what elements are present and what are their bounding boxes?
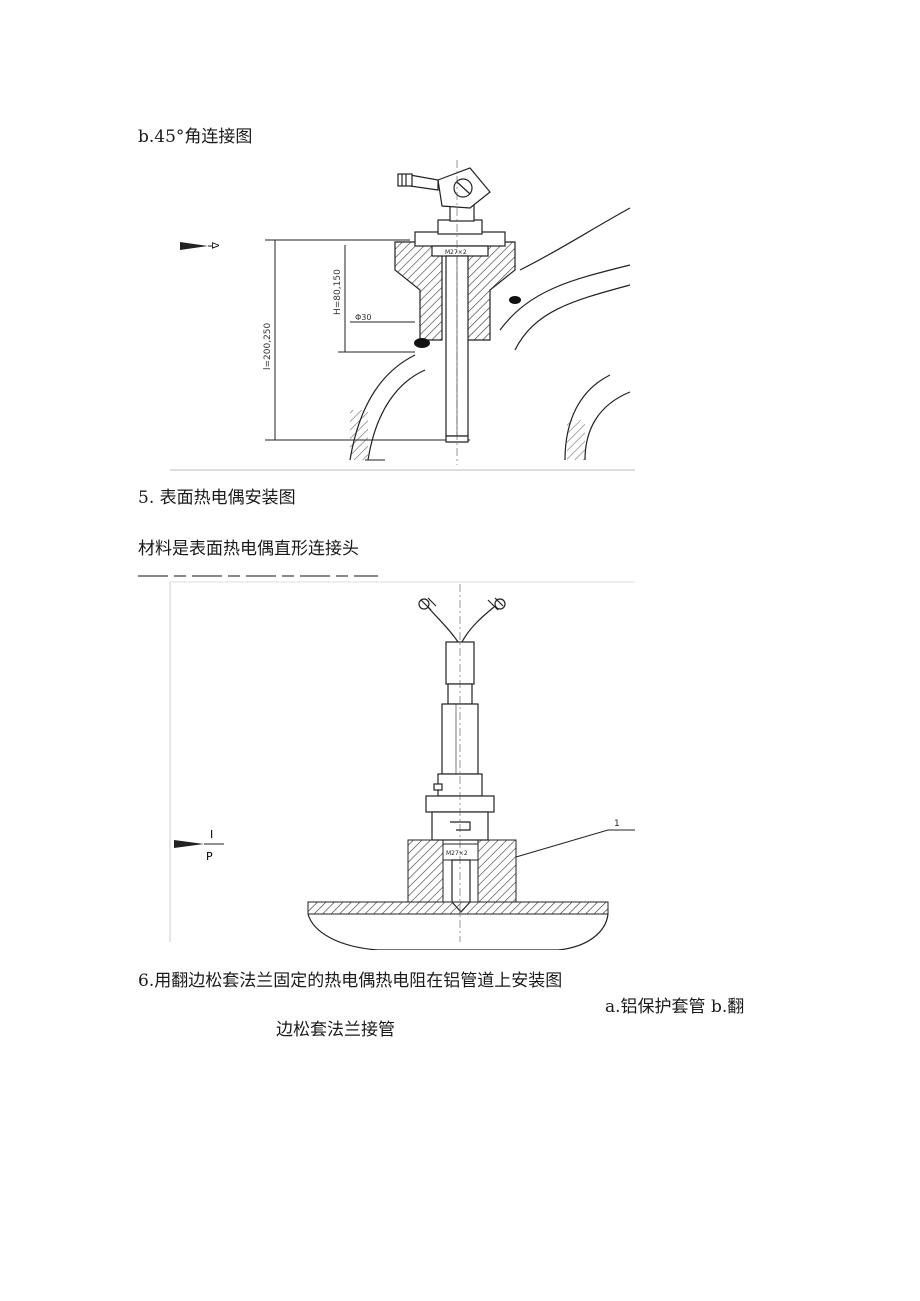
mounting-seat: M27×2 (407, 839, 517, 913)
figure-surface-thermocouple: I P M27×2 1 (138, 575, 635, 950)
caption-45-degree-connection: b.45°角连接图 (138, 127, 253, 147)
level-mark-2: I P (174, 828, 224, 863)
section-6-caption-b: 边松套法兰接管 (276, 1020, 395, 1040)
mounting-surface (307, 901, 609, 950)
svg-text:M27×2: M27×2 (445, 249, 467, 256)
dim-diameter: Φ30 (355, 313, 371, 322)
section-6-heading: 6.用翻边松套法兰固定的热电偶热电阻在铝管道上安装图 (138, 971, 563, 991)
mounting-nut: M27×2 (414, 219, 506, 257)
svg-text:1: 1 (614, 819, 620, 829)
level-mark-1: Δ (180, 242, 220, 250)
svg-text:M27×2: M27×2 (446, 850, 468, 857)
svg-text:I: I (210, 828, 213, 841)
junction-head (397, 167, 491, 222)
pipe-wall (349, 207, 631, 461)
material-note: 材料是表面热电偶直形连接头 (138, 539, 359, 559)
leader-line: 1 (515, 819, 635, 858)
figure-45-degree-connection: Δ l=200,250 H=80,150 Φ30 M27×2 (170, 160, 635, 471)
dim-insertion-depth: H=80,150 (333, 269, 343, 315)
svg-text:Δ: Δ (209, 242, 220, 249)
dim-total-length: l=200,250 (263, 322, 273, 370)
thermocouple-body (425, 641, 495, 841)
wire-leads (418, 597, 506, 643)
section-5-heading: 5. 表面热电偶安装图 (138, 488, 296, 508)
section-6-caption-a: a.铝保护套管 b.翻 (605, 997, 745, 1017)
svg-text:P: P (206, 850, 213, 863)
dimension-lines (265, 239, 470, 441)
